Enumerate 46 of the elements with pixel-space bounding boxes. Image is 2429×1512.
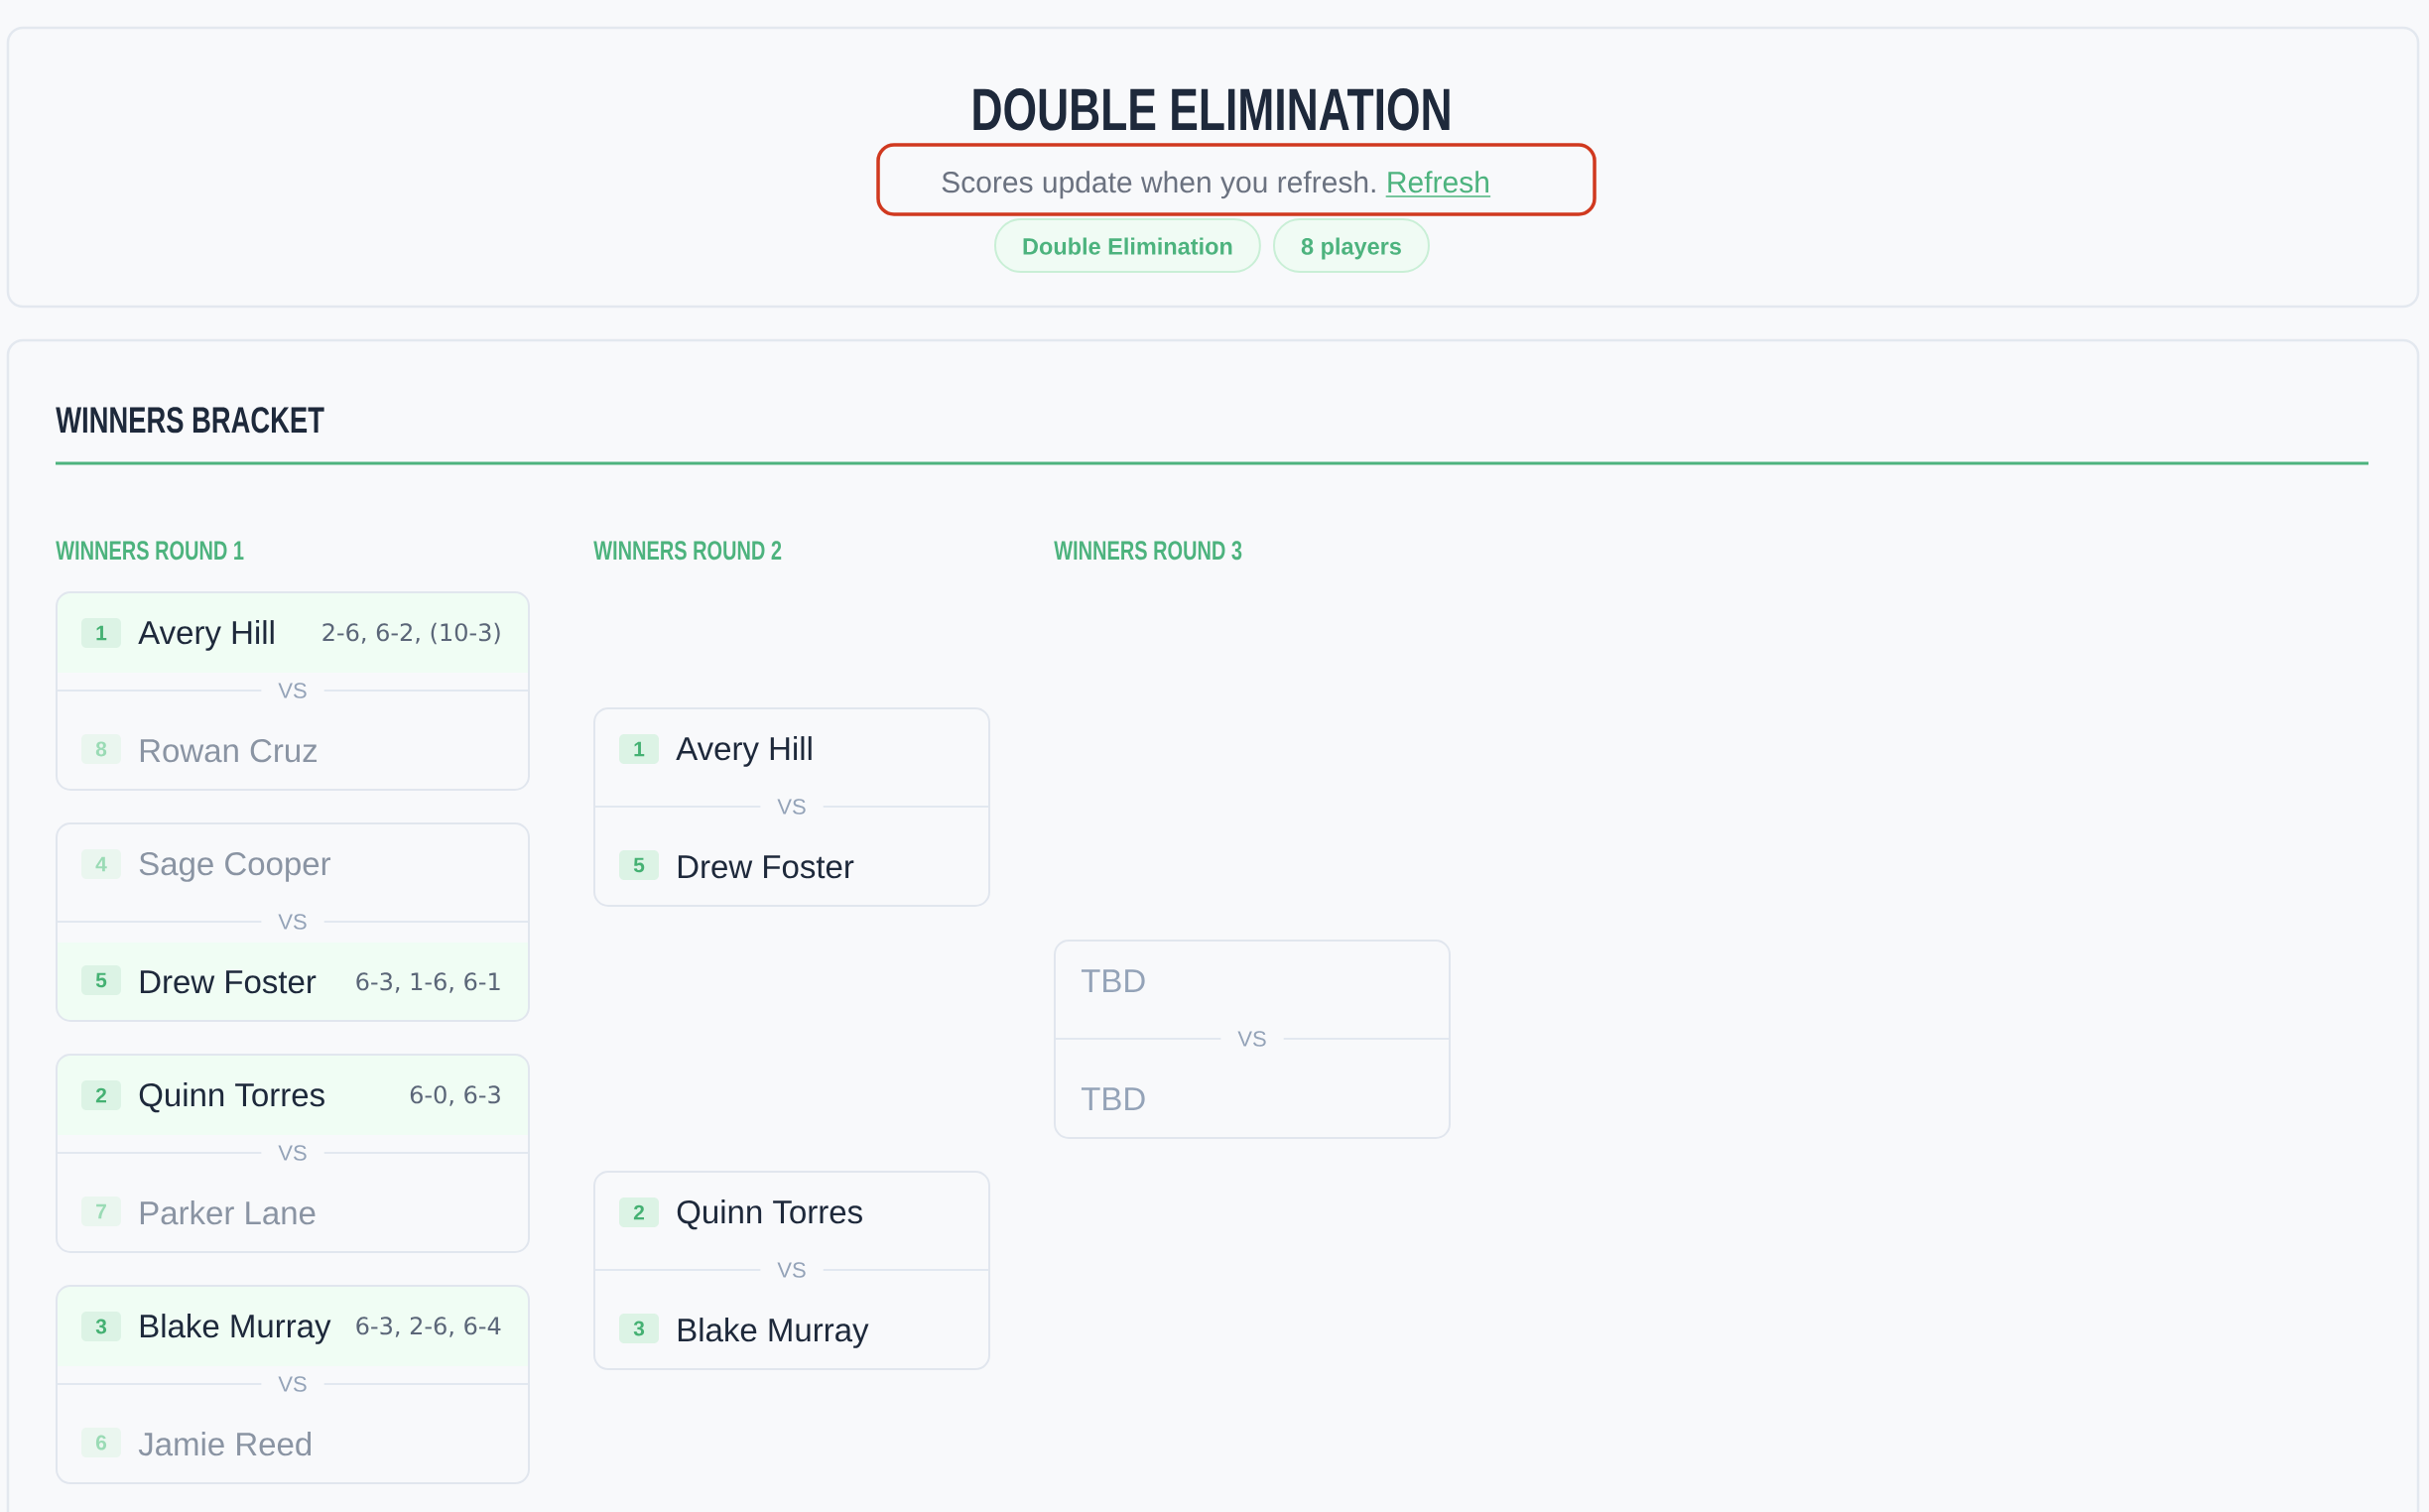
seed-badge: 7 <box>81 1197 121 1226</box>
round-label: WINNERS ROUND 3 <box>1054 541 1242 561</box>
tag-pill: Double Elimination <box>994 218 1261 273</box>
vs-label: VS <box>1220 1028 1284 1050</box>
seed-badge: 2 <box>619 1197 659 1227</box>
player-name: Sage Cooper <box>139 851 331 882</box>
player-name: Avery Hill <box>138 620 274 651</box>
vs-label: VS <box>261 1373 324 1395</box>
header-panel <box>6 26 2420 309</box>
player-name: Parker Lane <box>140 1200 316 1225</box>
player-name: Avery Hill <box>676 736 812 767</box>
seed-badge: 5 <box>81 965 121 995</box>
seed-badge: 1 <box>619 734 659 764</box>
seed-badge: 3 <box>619 1314 659 1343</box>
section-heading: WINNERS BRACKET <box>56 407 324 434</box>
player-name: Blake Murray <box>678 1318 869 1348</box>
text-link: Refresh <box>1385 171 1491 197</box>
seed-badge: 3 <box>81 1312 121 1341</box>
vs-label: VS <box>261 680 324 701</box>
player-name: TBD <box>1081 969 1145 992</box>
seed-badge: 8 <box>81 734 121 764</box>
player-name: TBD <box>1081 1087 1145 1110</box>
score: 2-6, 6-2, (10-3) <box>322 622 500 645</box>
player-name: Jamie Reed <box>138 1432 312 1456</box>
score: 6-0, 6-3 <box>410 1085 500 1106</box>
vs-label: VS <box>760 796 824 818</box>
round-label: WINNERS ROUND 2 <box>593 541 782 561</box>
seed-badge: 5 <box>619 850 659 880</box>
player-name: Drew Foster <box>678 855 854 879</box>
player-name: Quinn Torres <box>139 1082 324 1113</box>
vs-label: VS <box>261 1142 324 1164</box>
seed-badge: 4 <box>81 849 121 879</box>
vs-label: VS <box>760 1259 824 1281</box>
round-label: WINNERS ROUND 1 <box>56 541 244 561</box>
player-name: Drew Foster <box>140 970 317 994</box>
title: DOUBLE ELIMINATION <box>973 88 1450 131</box>
seed-badge: 6 <box>81 1428 121 1457</box>
tag-pill: 8 players <box>1273 218 1430 273</box>
player-name: Quinn Torres <box>677 1199 862 1230</box>
player-name: Blake Murray <box>140 1314 331 1344</box>
score: 6-3, 1-6, 6-1 <box>356 972 500 993</box>
seed-badge: 2 <box>81 1080 121 1110</box>
vs-label: VS <box>261 911 324 933</box>
player-name: Rowan Cruz <box>140 738 318 763</box>
score: 6-3, 2-6, 6-4 <box>356 1317 501 1337</box>
seed-badge: 1 <box>81 618 121 648</box>
